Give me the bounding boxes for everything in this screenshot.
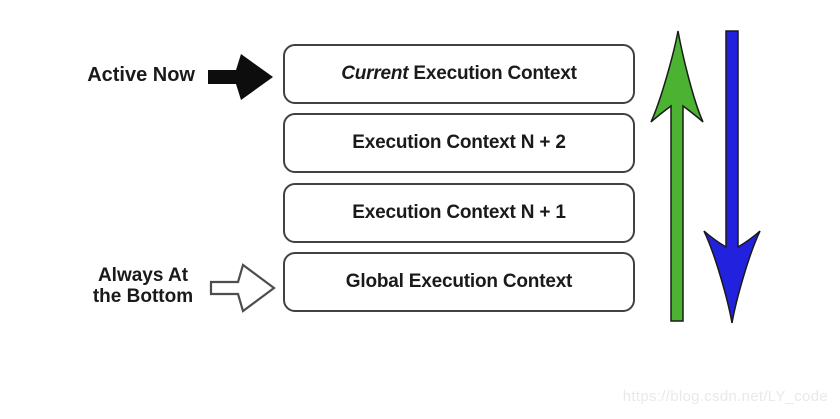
blue-down-arrow-icon: [703, 30, 761, 324]
box-current-execution-context: Current Execution Context: [283, 44, 635, 104]
active-now-label: Active Now: [87, 64, 195, 86]
always-bottom-arrow-icon: [209, 263, 276, 313]
blue-down-arrow-shape: [703, 30, 761, 324]
active-now-arrow-shape: [208, 54, 273, 100]
always-bottom-arrow-shape: [209, 263, 276, 313]
box-n1-label: Execution Context N + 1: [352, 202, 566, 223]
box-execution-context-n2: Execution Context N + 2: [283, 113, 635, 173]
always-at-bottom-label: Always At the Bottom: [73, 265, 213, 307]
box-global-label: Global Execution Context: [345, 271, 573, 292]
always-at-bottom-line1: Always At: [97, 265, 189, 286]
box-execution-context-n1: Execution Context N + 1: [283, 183, 635, 243]
green-up-arrow-shape: [650, 30, 704, 322]
always-at-bottom-line2: the Bottom: [92, 286, 194, 307]
active-now-arrow-icon: [208, 54, 273, 100]
box-current-italic-word: Current: [341, 63, 409, 84]
green-up-arrow-icon: [650, 30, 704, 322]
box-current-label: Execution Context: [413, 63, 577, 84]
watermark: https://blog.csdn.net/LY_code: [622, 388, 828, 405]
box-global-execution-context: Global Execution Context: [283, 252, 635, 312]
box-n2-label: Execution Context N + 2: [352, 132, 566, 153]
